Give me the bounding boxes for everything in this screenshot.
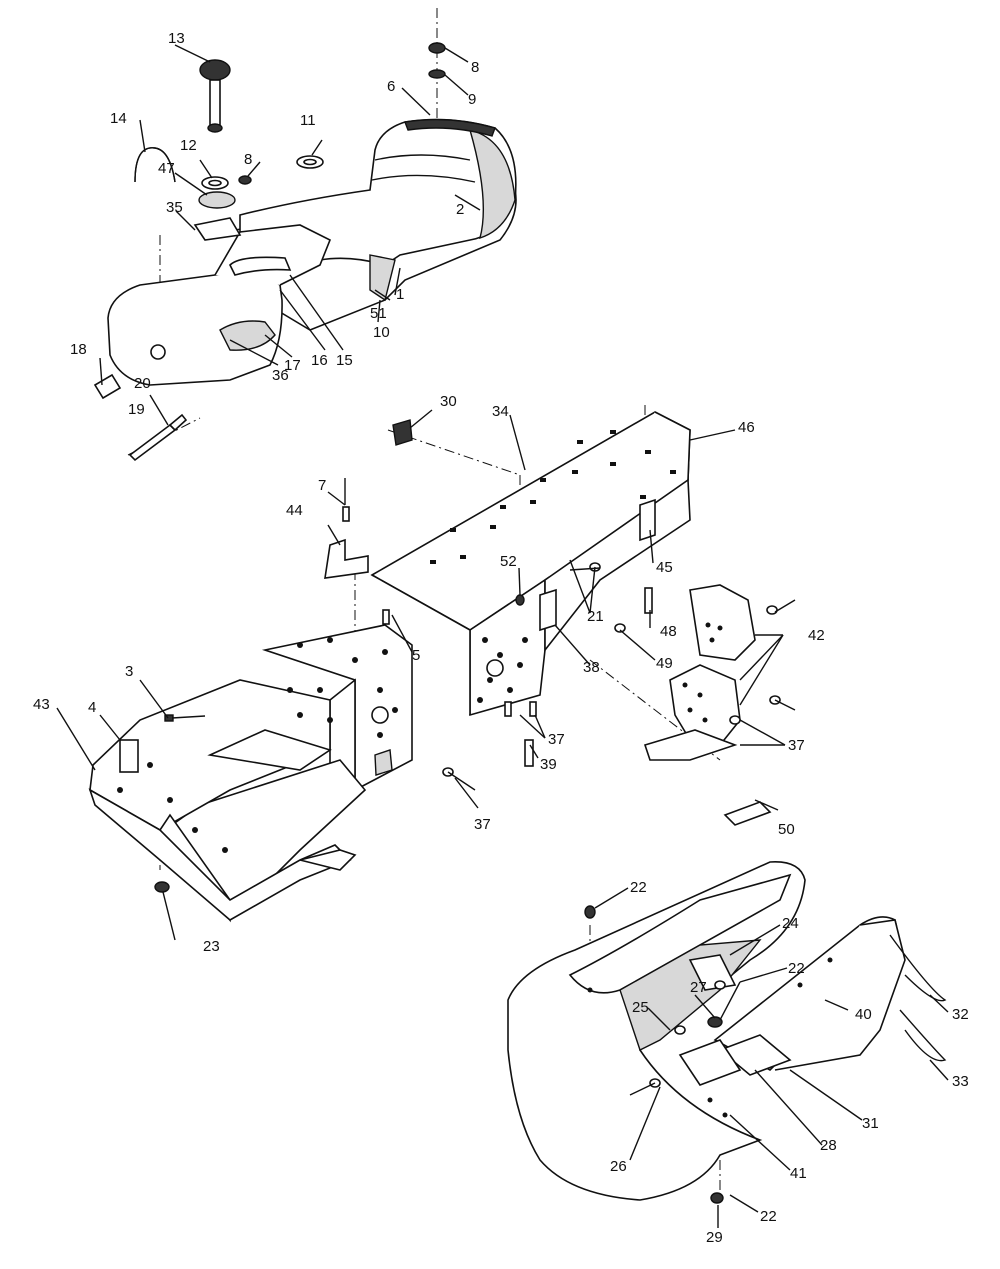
clip	[392, 419, 413, 446]
callout-25: 25	[632, 999, 649, 1016]
bulkhead	[88, 624, 413, 923]
callout-14: 14	[110, 110, 127, 127]
tank-hardware	[134, 42, 446, 209]
callout-32: 32	[952, 1006, 969, 1023]
callout-30: 30	[440, 393, 457, 410]
callout-52: 52	[500, 553, 517, 570]
callout-24: 24	[782, 915, 799, 932]
callout-31: 31	[862, 1115, 879, 1132]
callout-44: 44	[286, 502, 303, 519]
callout-48: 48	[660, 623, 677, 640]
callout-37-left: 37	[474, 816, 491, 833]
callout-7: 7	[318, 477, 326, 494]
callout-35: 35	[166, 199, 183, 216]
callout-29: 29	[706, 1229, 723, 1246]
callout-49: 49	[656, 655, 673, 672]
callout-33: 33	[952, 1073, 969, 1090]
callout-4: 4	[88, 699, 96, 716]
callout-36: 36	[272, 367, 289, 384]
callout-20: 20	[134, 375, 151, 392]
callout-11: 11	[300, 112, 316, 129]
callout-21: 21	[587, 608, 604, 625]
callout-38: 38	[583, 659, 600, 676]
callout-47: 47	[158, 160, 175, 177]
callout-5: 5	[412, 647, 420, 664]
callout-16: 16	[311, 352, 328, 369]
callout-50: 50	[778, 821, 795, 838]
callout-41: 41	[790, 1165, 807, 1182]
callout-46: 46	[738, 419, 755, 436]
callout-6: 6	[387, 78, 395, 95]
callout-28: 28	[820, 1137, 837, 1154]
callout-19: 19	[128, 401, 145, 418]
callout-15: 15	[336, 352, 353, 369]
rear-bumper-assembly	[507, 861, 947, 1204]
callout-8-left: 8	[244, 151, 252, 168]
callout-17: 17	[284, 357, 301, 374]
callout-23: 23	[203, 938, 220, 955]
callout-18: 18	[70, 341, 87, 358]
callout-labels: 1 2 3 4 5 6 7 8 8 9 10 11 12 13 14 15 16…	[33, 30, 969, 1246]
tank-body	[107, 273, 283, 386]
tunnel-frame	[370, 411, 691, 717]
callout-10: 10	[373, 324, 390, 341]
callout-39: 39	[540, 756, 557, 773]
brackets	[324, 498, 656, 632]
callout-22-top: 22	[630, 879, 647, 896]
callout-2: 2	[456, 201, 464, 218]
callout-43: 43	[33, 696, 50, 713]
rear-mounts	[643, 584, 781, 826]
callout-22-bottom: 22	[760, 1208, 777, 1225]
callout-27: 27	[690, 979, 707, 996]
callout-8-top: 8	[471, 59, 479, 76]
callout-37-mid: 37	[548, 731, 565, 748]
callout-3: 3	[125, 663, 133, 680]
callout-26: 26	[610, 1158, 627, 1175]
callout-1: 1	[396, 286, 404, 303]
callout-12: 12	[180, 137, 197, 154]
callout-9: 9	[468, 91, 476, 108]
callout-13: 13	[168, 30, 185, 47]
callout-45: 45	[656, 559, 673, 576]
tank-fittings	[93, 373, 188, 462]
callout-40: 40	[855, 1006, 872, 1023]
fuel-tank	[107, 217, 332, 386]
tank-cavity	[219, 320, 276, 351]
callout-37-right: 37	[788, 737, 805, 754]
callout-42: 42	[808, 627, 825, 644]
callout-22-mid: 22	[788, 960, 805, 977]
callout-34: 34	[492, 403, 509, 420]
callout-51: 51	[370, 305, 387, 322]
leader-lines	[56, 44, 949, 1228]
